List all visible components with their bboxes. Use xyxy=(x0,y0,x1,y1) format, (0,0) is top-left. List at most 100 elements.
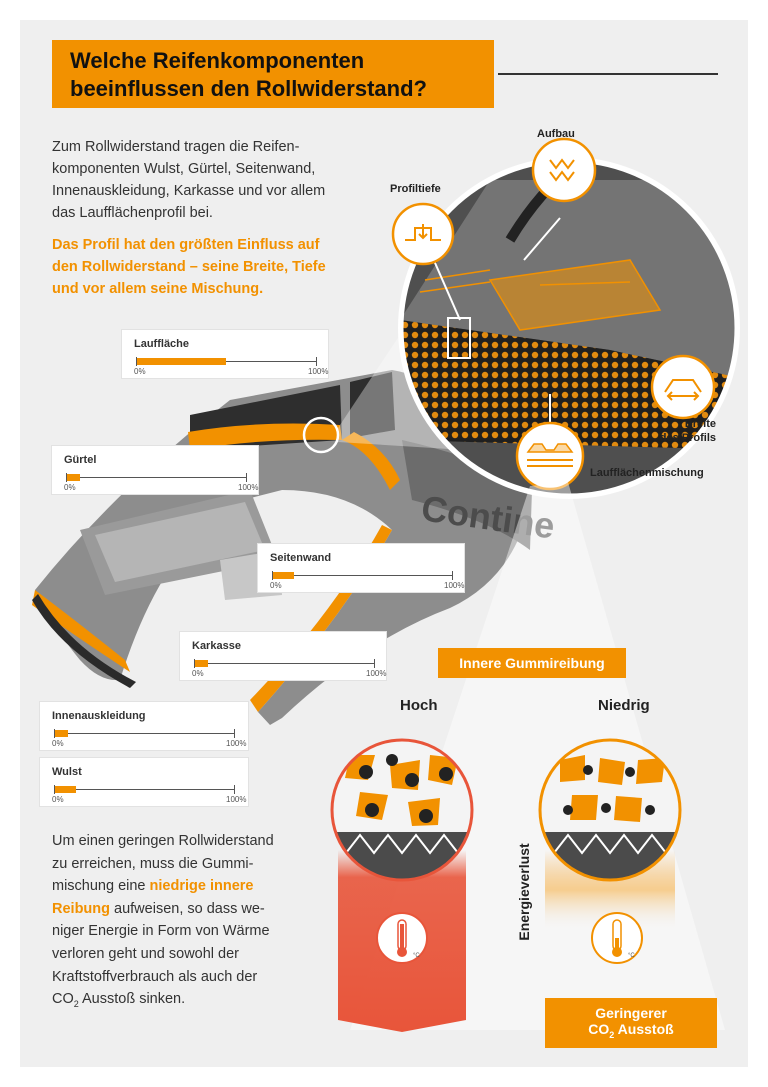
thermo-unit-label: °C xyxy=(413,953,420,959)
infographic-sheet: Welche Reifenkomponenten beeinflussen de… xyxy=(20,20,748,1067)
bar-tick xyxy=(272,571,273,580)
mischung-label: Laufflächenmischung xyxy=(590,467,704,479)
scale-max: 100% xyxy=(308,367,329,376)
scale-min: 0% xyxy=(192,669,204,678)
scale-min: 0% xyxy=(64,483,76,492)
bar-tick xyxy=(246,473,247,482)
card-guertel: Gürtel 0% 100% xyxy=(52,446,258,494)
outro-span: CO xyxy=(52,991,74,1008)
bar-tick xyxy=(54,785,55,794)
scale-max: 100% xyxy=(226,795,247,804)
scale-max: 100% xyxy=(238,483,259,492)
bar-track xyxy=(54,733,234,734)
bar-tick xyxy=(452,571,453,580)
outro-line: Reibung aufweisen, so dass we- xyxy=(52,898,342,921)
outro-line: CO2 Ausstoß sinken. xyxy=(52,988,342,1015)
friction-comparison: °C °C Energieverlust xyxy=(330,738,682,1032)
card-innenauskleidung: Innenauskleidung 0% 100% xyxy=(40,702,248,750)
component-label: Seitenwand xyxy=(270,552,332,564)
component-label: Karkasse xyxy=(192,640,241,652)
outro-line: Um einen geringen Rollwiderstand xyxy=(52,833,274,849)
friction-heading: Innere Gummireibung xyxy=(438,648,626,678)
outro-highlight: niedrige innere xyxy=(149,878,254,895)
outro-sub: 2 xyxy=(73,999,79,1010)
component-label: Wulst xyxy=(52,766,82,778)
intro-line: Zum Rollwiderstand tragen die Reifen- xyxy=(52,139,300,155)
card-wulst: Wulst 0% 100% xyxy=(40,758,248,806)
component-label: Innenauskleidung xyxy=(52,710,146,722)
outro-text: Um einen geringen Rollwiderstand zu erre… xyxy=(52,830,342,1016)
outro-span: mischung eine xyxy=(52,878,150,895)
aufbau-badge xyxy=(531,137,597,203)
scale-max: 100% xyxy=(366,669,387,678)
thermometer-low: °C xyxy=(591,912,643,964)
bar-fill xyxy=(194,660,209,667)
label-low: Niedrig xyxy=(598,697,650,714)
intro-line: komponenten Wulst, Gürtel, Seitenwand, xyxy=(52,161,316,177)
result-line-2: CO2 Ausstoß xyxy=(545,1021,717,1040)
title-line-2: beeinflussen den Rollwiderstand? xyxy=(70,76,427,101)
card-laufflaeche: Lauffläche 0% 100% xyxy=(122,330,328,378)
intro-line: Innenauskleidung, Karkasse und vor allem xyxy=(52,183,326,199)
scale-min: 0% xyxy=(52,739,64,748)
bar-tick xyxy=(316,357,317,366)
mischung-badge xyxy=(515,421,585,491)
outro-line: verloren geht und sowohl der xyxy=(52,945,240,962)
co2-result-box: Geringerer CO2 Ausstoß xyxy=(545,998,717,1048)
bar-tick xyxy=(54,729,55,738)
breite-label-1: Breite xyxy=(684,418,716,430)
co2-rest: Ausstoß xyxy=(614,1021,674,1037)
bar-track xyxy=(54,789,234,790)
bar-tick xyxy=(374,659,375,668)
bar-fill xyxy=(272,572,294,579)
component-label: Gürtel xyxy=(64,454,97,466)
header-rule xyxy=(498,73,718,75)
bar-tick xyxy=(66,473,67,482)
highlight-line: den Rollwiderstand – seine Breite, Tiefe xyxy=(52,259,326,275)
co2-main: CO xyxy=(588,1021,610,1037)
bar-fill xyxy=(66,474,81,481)
bar-track xyxy=(194,663,374,664)
intro-line: das Laufflächenprofil bei. xyxy=(52,205,213,221)
illustration-layer: Contine xyxy=(32,137,740,1032)
breite-label-2: des Profils xyxy=(659,432,716,444)
scale-max: 100% xyxy=(226,739,247,748)
bar-fill xyxy=(136,358,226,365)
outro-highlight: Reibung xyxy=(52,900,110,917)
co2-sub: 2 xyxy=(609,1029,615,1040)
title-line-1: Welche Reifenkomponenten xyxy=(70,48,365,73)
bar-fill xyxy=(54,730,69,737)
bar-tick xyxy=(234,785,235,794)
outro-span: Ausstoß sinken. xyxy=(78,991,186,1008)
bar-track xyxy=(272,575,452,576)
energy-loss-label: Energieverlust xyxy=(516,843,532,941)
scale-min: 0% xyxy=(270,581,282,590)
intro-text: Zum Rollwiderstand tragen die Reifen- ko… xyxy=(52,136,382,224)
outro-span: aufweisen, so dass we- xyxy=(110,900,265,917)
thermo-unit-label: °C xyxy=(628,953,635,959)
thermometer-high: °C xyxy=(376,912,428,964)
highlight-line: und vor allem seine Mischung. xyxy=(52,281,264,297)
bar-tick xyxy=(194,659,195,668)
outro-line: Kraftstoffverbrauch als auch der xyxy=(52,968,258,985)
label-high: Hoch xyxy=(400,697,438,714)
bar-tick xyxy=(136,357,137,366)
outro-line: niger Energie in Form von Wärme xyxy=(52,923,270,940)
outro-line: mischung eine niedrige innere xyxy=(52,875,342,898)
zoom-marker xyxy=(302,416,340,454)
bar-track xyxy=(136,361,316,362)
scale-min: 0% xyxy=(134,367,146,376)
breite-badge xyxy=(650,354,716,420)
card-seitenwand: Seitenwand 0% 100% xyxy=(258,544,464,592)
outro-line: zu erreichen, muss die Gummi- xyxy=(52,855,254,872)
aufbau-label: Aufbau xyxy=(537,128,575,140)
title-box: Welche Reifenkomponenten beeinflussen de… xyxy=(52,40,494,108)
component-label: Lauffläche xyxy=(134,338,190,350)
scale-min: 0% xyxy=(52,795,64,804)
bar-tick xyxy=(234,729,235,738)
scale-max: 100% xyxy=(444,581,465,590)
profiltiefe-label: Profiltiefe xyxy=(390,183,441,195)
bar-track xyxy=(66,477,246,478)
bar-fill xyxy=(54,786,76,793)
result-line-1: Geringerer xyxy=(595,1005,667,1021)
